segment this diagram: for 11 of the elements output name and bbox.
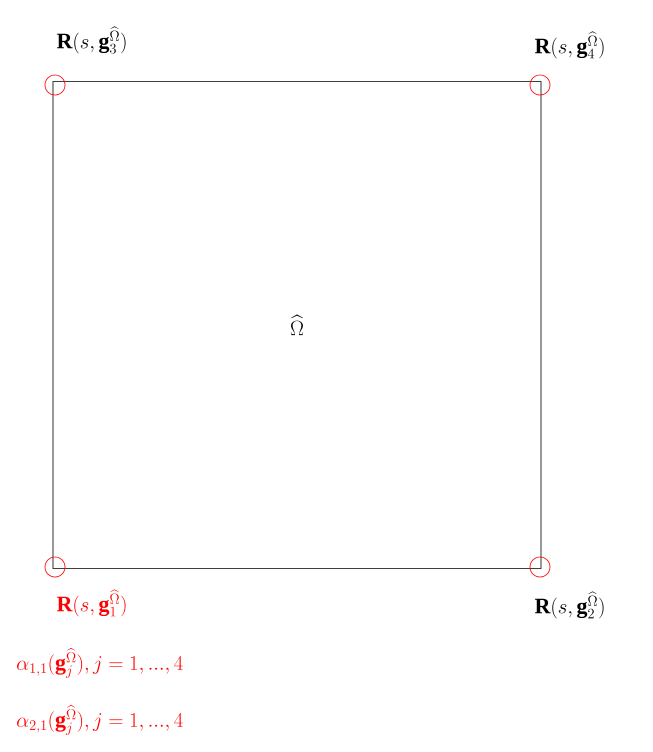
corner-circle (530, 74, 550, 96)
corner-label: $\mathbf{R}(s, \mathbf{g}_1^{\widehat{\Omega}})$ (56, 589, 126, 616)
corner-label: $\alpha_{1,1}(\mathbf{g}_j^{\widehat{\Omega}}), j=1,...,4$ (17, 648, 183, 678)
corner-circle (44, 556, 66, 578)
corner-label: $\mathbf{R}(s, \mathbf{g}_4^{\widehat{\Omega}})$ (534, 31, 604, 58)
square-region: $\widehat{\Omega}$ (52, 81, 542, 569)
corner-label: $\mathbf{R}(s, \mathbf{g}_3^{\widehat{\Omega}})$ (56, 26, 126, 54)
corner-label: $\mathbf{R}(s, \mathbf{g}_2^{\widehat{\Omega}})$ (534, 591, 604, 618)
corner-label: $\alpha_{2,1}(\mathbf{g}_j^{\widehat{\Omega}}), j=1,...,4$ (17, 704, 183, 735)
corner-circle (530, 556, 550, 578)
corner-circle (44, 74, 66, 96)
